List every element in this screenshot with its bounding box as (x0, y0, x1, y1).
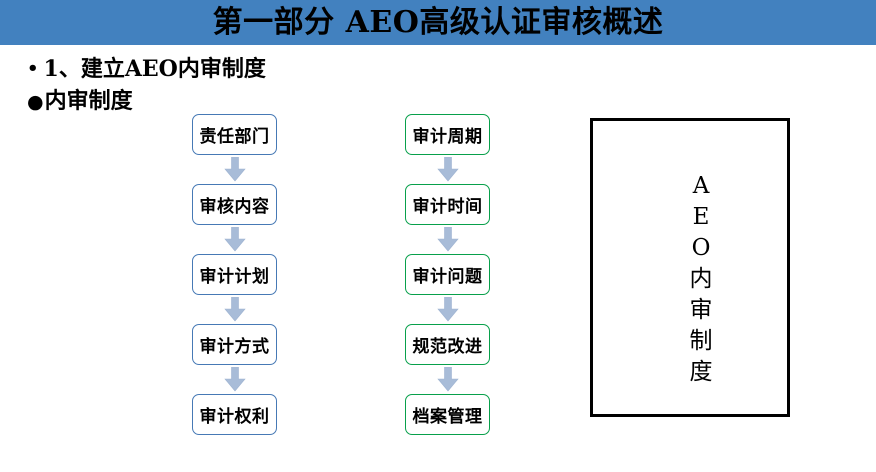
title-band: 第一部分 AEO高级认证审核概述 (0, 0, 876, 45)
bullet-item-1: •1、建立AEO内审制度 (27, 51, 266, 83)
flow-node-responsible-department[interactable]: 责任部门 (192, 114, 277, 155)
vertical-char: 审 (689, 297, 713, 323)
flow-arrow-down-icon (192, 365, 277, 394)
flow-node-archive-management[interactable]: 档案管理 (405, 394, 490, 435)
page-title: 第一部分 AEO高级认证审核概述 (212, 5, 664, 40)
flow-node-audit-cycle[interactable]: 审计周期 (405, 114, 490, 155)
flow-node-audit-rights[interactable]: 审计权利 (192, 394, 277, 435)
flow-node-audit-issues[interactable]: 审计问题 (405, 254, 490, 295)
flow-node-audit-plan[interactable]: 审计计划 (192, 254, 277, 295)
bullet-marker-1: • (27, 58, 39, 79)
vertical-char: 度 (689, 359, 713, 385)
vertical-char: 内 (689, 266, 713, 292)
flow-arrow-down-icon (405, 155, 490, 184)
aeo-internal-audit-panel: A E O 内 审 制 度 (590, 118, 790, 417)
vertical-text-block: A E O 内 审 制 度 (593, 171, 787, 388)
flow-column-left: 责任部门 审核内容 审计计划 审计方式 审计权利 (192, 114, 277, 435)
vertical-char: E (692, 204, 710, 230)
flow-node-audit-content[interactable]: 审核内容 (192, 184, 277, 225)
flow-node-standard-improvement[interactable]: 规范改进 (405, 324, 490, 365)
bullet-label-2: 内审制度 (44, 88, 133, 114)
flow-arrow-down-icon (192, 155, 277, 184)
bullet-label-1: 1、建立AEO内审制度 (43, 56, 266, 82)
vertical-char: O (691, 235, 711, 261)
vertical-char: 制 (689, 328, 713, 354)
flow-arrow-down-icon (405, 365, 490, 394)
flow-arrow-down-icon (192, 225, 277, 254)
bullet-item-2: ●内审制度 (27, 83, 133, 115)
flow-column-right: 审计周期 审计时间 审计问题 规范改进 档案管理 (405, 114, 490, 435)
flow-node-audit-method[interactable]: 审计方式 (192, 324, 277, 365)
vertical-char: A (692, 173, 710, 199)
bullet-marker-2: ● (27, 91, 44, 113)
flow-arrow-down-icon (405, 225, 490, 254)
flow-arrow-down-icon (405, 295, 490, 324)
flow-node-audit-time[interactable]: 审计时间 (405, 184, 490, 225)
flow-arrow-down-icon (192, 295, 277, 324)
